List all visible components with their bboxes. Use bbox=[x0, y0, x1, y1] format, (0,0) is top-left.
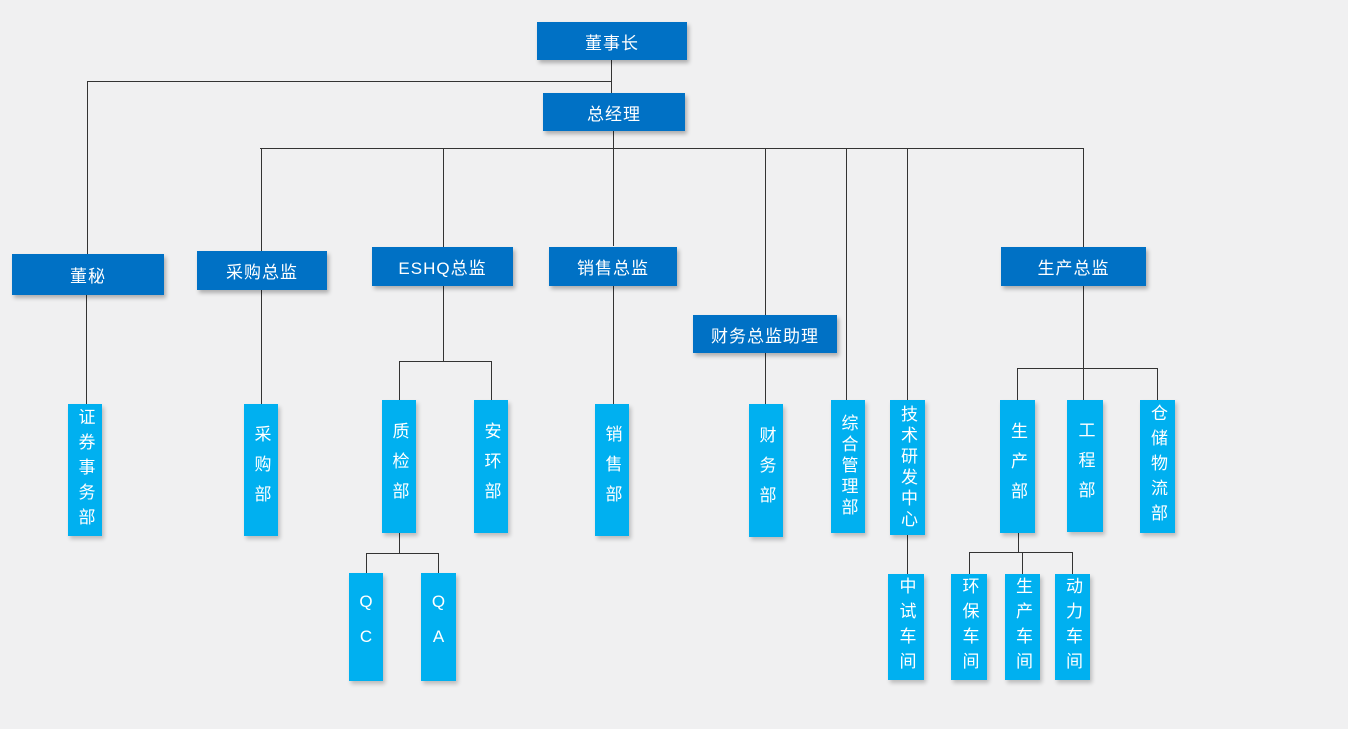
connector bbox=[399, 361, 491, 362]
connector bbox=[443, 148, 444, 247]
node-finance-director-assistant-label: 财务总监助理 bbox=[711, 326, 819, 346]
node-general-admin-dept: 综合管理部 bbox=[831, 400, 865, 533]
node-qa: QA bbox=[421, 573, 456, 681]
connector bbox=[1017, 368, 1157, 369]
connector bbox=[765, 353, 766, 404]
node-production-director-label: 生产总监 bbox=[1037, 259, 1110, 278]
node-quality-inspection-dept-label: 质检部 bbox=[389, 421, 409, 512]
connector bbox=[907, 535, 908, 574]
connector bbox=[1083, 148, 1084, 247]
node-finance-director-assistant: 财务总监助理 bbox=[693, 315, 837, 353]
node-securities-affairs-dept-label: 证券事务部 bbox=[75, 407, 95, 533]
connector bbox=[765, 148, 766, 315]
connector bbox=[399, 361, 400, 400]
node-general-manager-label: 总经理 bbox=[587, 104, 641, 124]
node-general-admin-dept-label: 综合管理部 bbox=[838, 414, 858, 519]
connector bbox=[366, 553, 367, 573]
node-pilot-workshop-label: 中试车间 bbox=[896, 577, 916, 677]
node-env-protection-workshop-label: 环保车间 bbox=[959, 577, 979, 677]
node-power-workshop: 动力车间 bbox=[1055, 574, 1090, 680]
node-chairman-label: 董事长 bbox=[585, 33, 639, 53]
connector bbox=[969, 552, 1072, 553]
node-pilot-workshop: 中试车间 bbox=[888, 574, 924, 680]
connector bbox=[260, 148, 1083, 149]
node-safety-env-dept-label: 安环部 bbox=[481, 421, 501, 512]
node-eshq-director: ESHQ总监 bbox=[372, 247, 513, 286]
connector bbox=[969, 552, 970, 574]
connector bbox=[491, 361, 492, 400]
connector bbox=[87, 81, 612, 82]
connector bbox=[1017, 368, 1018, 400]
node-warehouse-logistics-dept-label: 仓储物流部 bbox=[1148, 404, 1167, 529]
node-sales-dept-label: 销售部 bbox=[602, 425, 622, 515]
node-procurement-dept: 采购部 bbox=[244, 404, 278, 536]
connector bbox=[86, 295, 87, 404]
connector bbox=[1072, 552, 1073, 574]
node-chairman: 董事长 bbox=[537, 22, 687, 60]
node-board-secretary-label: 董秘 bbox=[70, 267, 106, 286]
node-production-dept: 生产部 bbox=[1000, 400, 1035, 533]
node-safety-env-dept: 安环部 bbox=[474, 400, 508, 533]
connector bbox=[366, 553, 438, 554]
node-sales-director-label: 销售总监 bbox=[577, 259, 649, 278]
node-qc-label: QC bbox=[356, 592, 376, 662]
connector bbox=[261, 290, 262, 404]
connector bbox=[611, 60, 612, 93]
connector bbox=[87, 81, 88, 254]
node-sales-dept: 销售部 bbox=[595, 404, 629, 536]
connector bbox=[261, 148, 262, 251]
node-procurement-director-label: 采购总监 bbox=[226, 263, 298, 282]
node-tech-rd-center: 技术研发中心 bbox=[890, 400, 925, 535]
connector bbox=[1022, 552, 1023, 574]
connector bbox=[1157, 368, 1158, 400]
connector bbox=[613, 131, 614, 246]
connector bbox=[399, 533, 400, 553]
node-warehouse-logistics-dept: 仓储物流部 bbox=[1140, 400, 1175, 533]
connector bbox=[443, 286, 444, 361]
node-production-director: 生产总监 bbox=[1001, 247, 1146, 286]
node-engineering-dept: 工程部 bbox=[1067, 400, 1103, 532]
connector bbox=[613, 286, 614, 404]
node-finance-dept: 财务部 bbox=[749, 404, 783, 537]
node-eshq-director-label: ESHQ总监 bbox=[398, 259, 487, 278]
connector bbox=[438, 553, 439, 573]
connector bbox=[1083, 286, 1084, 400]
node-securities-affairs-dept: 证券事务部 bbox=[68, 404, 102, 536]
node-finance-dept-label: 财务部 bbox=[756, 425, 776, 516]
node-power-workshop-label: 动力车间 bbox=[1063, 577, 1082, 677]
node-sales-director: 销售总监 bbox=[549, 247, 677, 286]
node-production-workshop: 生产车间 bbox=[1005, 574, 1040, 680]
node-production-dept-label: 生产部 bbox=[1008, 421, 1027, 512]
node-production-workshop-label: 生产车间 bbox=[1013, 577, 1032, 677]
node-tech-rd-center-label: 技术研发中心 bbox=[898, 404, 917, 531]
connector bbox=[846, 148, 847, 400]
node-procurement-director: 采购总监 bbox=[197, 251, 327, 290]
node-board-secretary: 董秘 bbox=[12, 254, 164, 295]
node-engineering-dept-label: 工程部 bbox=[1075, 421, 1095, 511]
node-quality-inspection-dept: 质检部 bbox=[382, 400, 416, 533]
node-env-protection-workshop: 环保车间 bbox=[951, 574, 987, 680]
node-qa-label: QA bbox=[429, 592, 448, 662]
node-procurement-dept-label: 采购部 bbox=[251, 425, 271, 515]
connector bbox=[1018, 533, 1019, 552]
node-qc: QC bbox=[349, 573, 383, 681]
node-general-manager: 总经理 bbox=[543, 93, 685, 131]
connector bbox=[907, 148, 908, 400]
